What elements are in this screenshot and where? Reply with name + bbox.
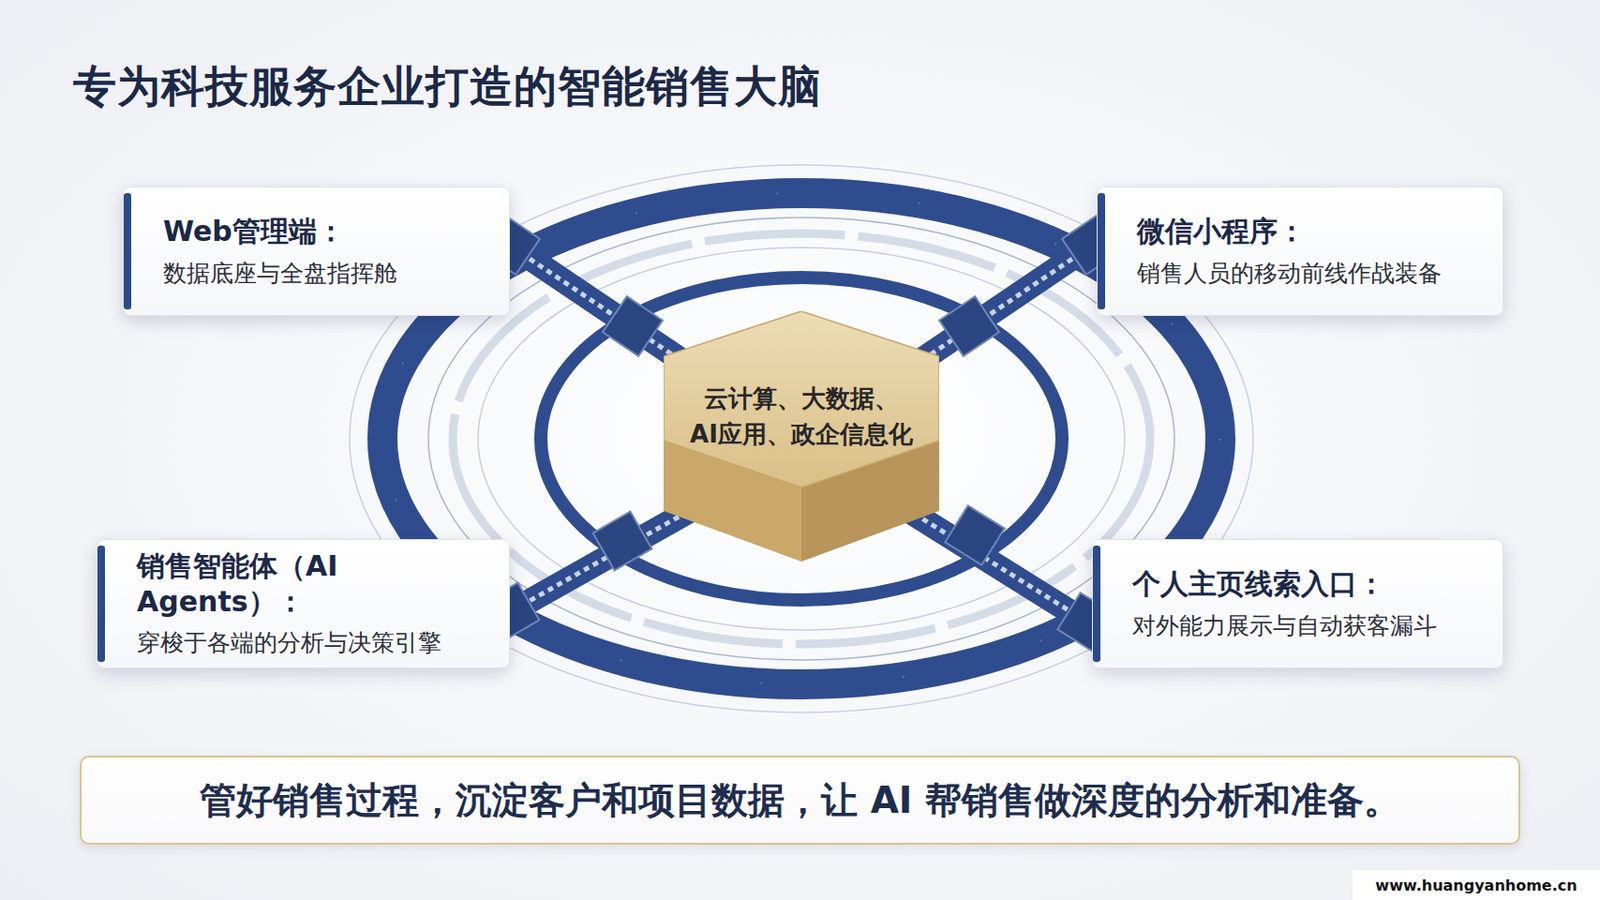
junction-box: [939, 296, 1000, 357]
feature-card: Web管理端： 数据底座与全盘指挥舱: [122, 186, 510, 316]
inner-ring: [540, 277, 1062, 600]
core-cube: 云计算、大数据、 AI应用、政企信息化: [663, 311, 940, 562]
cube-top-face: [663, 311, 940, 488]
card-heading: 销售智能体（AI Agents）：: [136, 548, 496, 619]
watermark: www.huangyanhome.cn: [1352, 869, 1600, 900]
summary-band: 管好销售过程，沉淀客户和项目数据，让 AI 帮销售做深度的分析和准备。: [79, 755, 1521, 845]
feature-card: 微信小程序： 销售人员的移动前线作战装备: [1096, 186, 1504, 316]
card-heading: 微信小程序：: [1136, 213, 1490, 250]
card-body: 数据底座与全盘指挥舱: [163, 258, 496, 290]
guide-ring: [428, 217, 1175, 660]
feature-card: 个人主页线索入口： 对外能力展示与自动获客漏斗: [1091, 538, 1504, 669]
page-title: 专为科技服务企业打造的智能销售大脑: [73, 58, 823, 117]
junction-box: [593, 511, 653, 571]
card-heading: Web管理端：: [163, 213, 496, 250]
card-body: 穿梭于各端的分析与决策引擎: [136, 628, 496, 659]
junction-box: [602, 296, 663, 357]
cube-text: 云计算、大数据、 AI应用、政企信息化: [674, 381, 928, 452]
mid-ring: [452, 233, 1151, 644]
spokes: [509, 244, 1092, 623]
band-text: 管好销售过程，沉淀客户和项目数据，让 AI 帮销售做深度的分析和准备。: [199, 775, 1401, 826]
card-body: 对外能力展示与自动获客漏斗: [1132, 611, 1490, 643]
junctions: [479, 214, 1122, 653]
guide-ring: [478, 247, 1125, 630]
card-heading: 个人主页线索入口：: [1132, 566, 1490, 602]
junction-box: [944, 505, 1004, 565]
feature-card: 销售智能体（AI Agents）： 穿梭于各端的分析与决策引擎: [96, 538, 510, 669]
cube-label-area: 云计算、大数据、 AI应用、政企信息化: [663, 346, 940, 488]
card-body: 销售人员的移动前线作战装备: [1136, 258, 1490, 290]
